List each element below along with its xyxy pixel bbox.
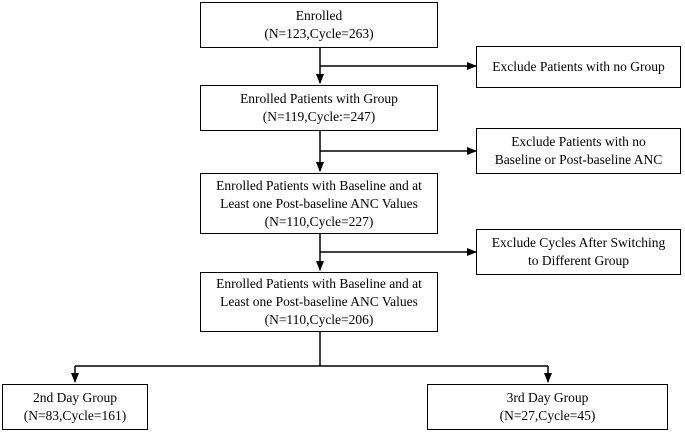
with-group-count: (N=119,Cycle:=247) [262,109,376,124]
day2-count: (N=83,Cycle=161) [23,408,127,423]
exclude-no-group-box: Exclude Patients with no Group [476,46,681,88]
day3-title: 3rd Day Group [506,390,589,405]
baseline-2-line2: Least one Post-baseline ANC Values [220,294,418,309]
baseline-2-count: (N=110,Cycle=206) [264,312,374,327]
baseline-box-1: Enrolled Patients with Baseline and at L… [200,173,438,234]
enrolled-count: (N=123,Cycle=263) [264,26,374,41]
exclude-switching-line2: to Different Group [528,253,629,268]
exclude-no-anc-box: Exclude Patients with no Baseline or Pos… [476,128,681,174]
day3-count: (N=27,Cycle=45) [499,408,596,423]
baseline-1-line2: Least one Post-baseline ANC Values [220,195,418,211]
baseline-2-line1: Enrolled Patients with Baseline and at [216,276,422,291]
exclude-switching-box: Exclude Cycles After Switching to Differ… [476,229,681,275]
enrolled-title: Enrolled [295,8,343,23]
enrolled-box: Enrolled (N=123,Cycle=263) [200,2,438,48]
exclude-no-anc-line1: Exclude Patients with no [511,134,646,149]
exclude-switching-line1: Exclude Cycles After Switching [491,235,666,250]
baseline-1-line1: Enrolled Patients with Baseline and at [216,177,422,193]
exclude-no-anc-line2: Baseline or Post-baseline ANC [494,152,663,167]
exclude-no-group-text: Exclude Patients with no Group [492,59,665,74]
day2-group-box: 2nd Day Group (N=83,Cycle=161) [2,384,148,430]
day2-title: 2nd Day Group [33,390,117,405]
baseline-box-2: Enrolled Patients with Baseline and at L… [200,272,438,332]
baseline-1-count: (N=110,Cycle=227) [264,213,374,229]
day3-group-box: 3rd Day Group (N=27,Cycle=45) [427,384,668,430]
with-group-box: Enrolled Patients with Group (N=119,Cycl… [200,85,438,131]
with-group-title: Enrolled Patients with Group [240,91,398,106]
